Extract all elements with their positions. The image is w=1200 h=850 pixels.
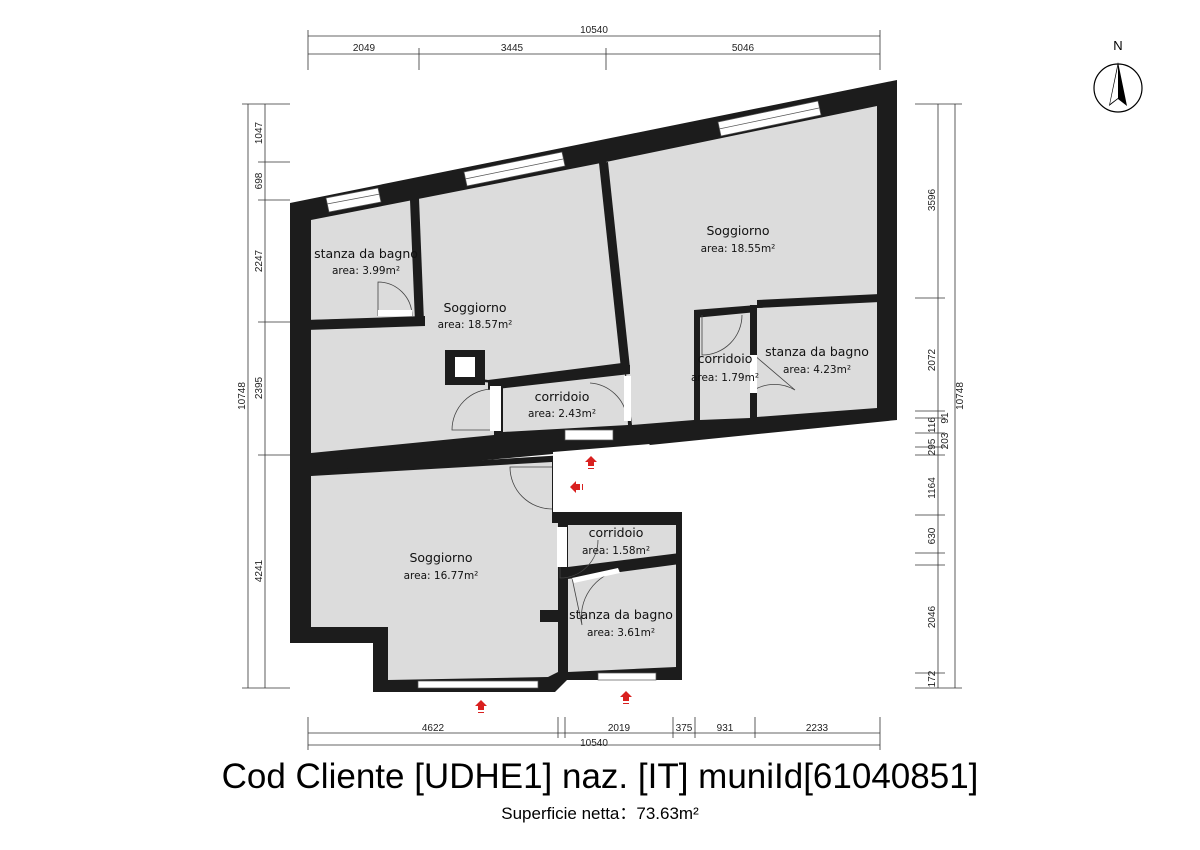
dim-left-2: 698 (254, 172, 265, 189)
dim-left-total: 10748 (237, 382, 248, 410)
pillar-hollow (455, 357, 475, 377)
floor-bath-2 (757, 300, 877, 417)
doors (377, 281, 796, 626)
floor-corridoio-2 (700, 310, 750, 420)
dim-right-6: 203 (940, 432, 951, 449)
arrow-icon (585, 456, 597, 469)
room-name-soggiorno-2: Soggiorno (706, 223, 769, 238)
room-area-bath-2: area: 4.23m² (783, 364, 851, 376)
arrow-icon (475, 700, 487, 713)
room-area-soggiorno-2: area: 18.55m² (701, 243, 776, 255)
dimension-labels: 10540 2049 3445 5046 10540 4622 2019 375… (237, 25, 966, 749)
net-surface-label: Superficie netta：73.63m² (501, 804, 699, 823)
room-area-corridoio-2: area: 1.79m² (691, 372, 759, 384)
north-label: N (1113, 38, 1122, 53)
dim-bottom-3: 375 (676, 723, 693, 734)
dimension-lines (242, 30, 962, 750)
dim-top-2: 3445 (501, 43, 524, 54)
dim-left-4: 2395 (254, 376, 265, 399)
dim-top-total: 10540 (580, 25, 608, 36)
entrance-arrows (475, 456, 632, 713)
room-name-soggiorno-3: Soggiorno (409, 550, 472, 565)
arrow-icon (620, 691, 632, 704)
windows (325, 100, 822, 689)
dim-bottom-2: 2019 (608, 723, 631, 734)
dim-right-5: 295 (927, 438, 938, 455)
room-name-soggiorno-1: Soggiorno (443, 300, 506, 315)
dim-right-10: 172 (927, 670, 938, 687)
room-name-corridoio-3: corridoio (589, 525, 644, 540)
dim-left-5: 4241 (254, 559, 265, 582)
dim-right-2: 2072 (927, 348, 938, 371)
room-name-corridoio-1: corridoio (535, 389, 590, 404)
floor-soggiorno-3 (311, 462, 558, 680)
north-compass: N (1093, 38, 1143, 113)
dim-top-3: 5046 (732, 43, 755, 54)
room-area-bath-1: area: 3.99m² (332, 265, 400, 277)
dim-right-8: 630 (927, 527, 938, 544)
dim-right-3: 116 (927, 417, 938, 433)
dim-bottom-5: 2233 (806, 723, 829, 734)
floor-bath-3 (568, 564, 676, 672)
dim-right-9: 2046 (927, 605, 938, 628)
dim-left-3: 2247 (254, 249, 265, 272)
dim-left-1: 1047 (254, 121, 265, 144)
dim-bottom-4: 931 (717, 723, 734, 734)
dim-right-4: 91 (940, 412, 951, 424)
room-area-soggiorno-3: area: 16.77m² (404, 570, 479, 582)
room-name-bath-3: stanza da bagno (569, 607, 673, 622)
page-title: Cod Cliente [UDHE1] naz. [IT] muniId[610… (221, 757, 979, 796)
dim-right-7: 1164 (927, 477, 938, 499)
room-name-bath-2: stanza da bagno (765, 344, 869, 359)
floor-soggiorno-1 (311, 163, 622, 453)
dim-top-1: 2049 (353, 43, 376, 54)
room-name-bath-1: stanza da bagno (314, 246, 418, 261)
dim-right-1: 3596 (927, 188, 938, 211)
floor-bath-1 (311, 200, 417, 320)
room-area-bath-3: area: 3.61m² (587, 627, 655, 639)
room-name-corridoio-2: corridoio (698, 351, 753, 366)
floor-soggiorno-2 (606, 106, 877, 425)
room-area-soggiorno-1: area: 18.57m² (438, 319, 513, 331)
dim-bottom-1: 4622 (422, 723, 445, 734)
entrance-area (553, 444, 650, 512)
dim-bottom-total: 10540 (580, 738, 608, 749)
room-labels: stanza da bagno area: 3.99m² Soggiorno a… (314, 223, 869, 639)
room-area-corridoio-3: area: 1.58m² (582, 545, 650, 557)
dim-right-total: 10748 (955, 382, 966, 410)
floor-corridoio-1 (503, 372, 628, 432)
floors (311, 106, 877, 680)
room-area-corridoio-1: area: 2.43m² (528, 408, 596, 420)
arrow-icon (570, 481, 583, 493)
